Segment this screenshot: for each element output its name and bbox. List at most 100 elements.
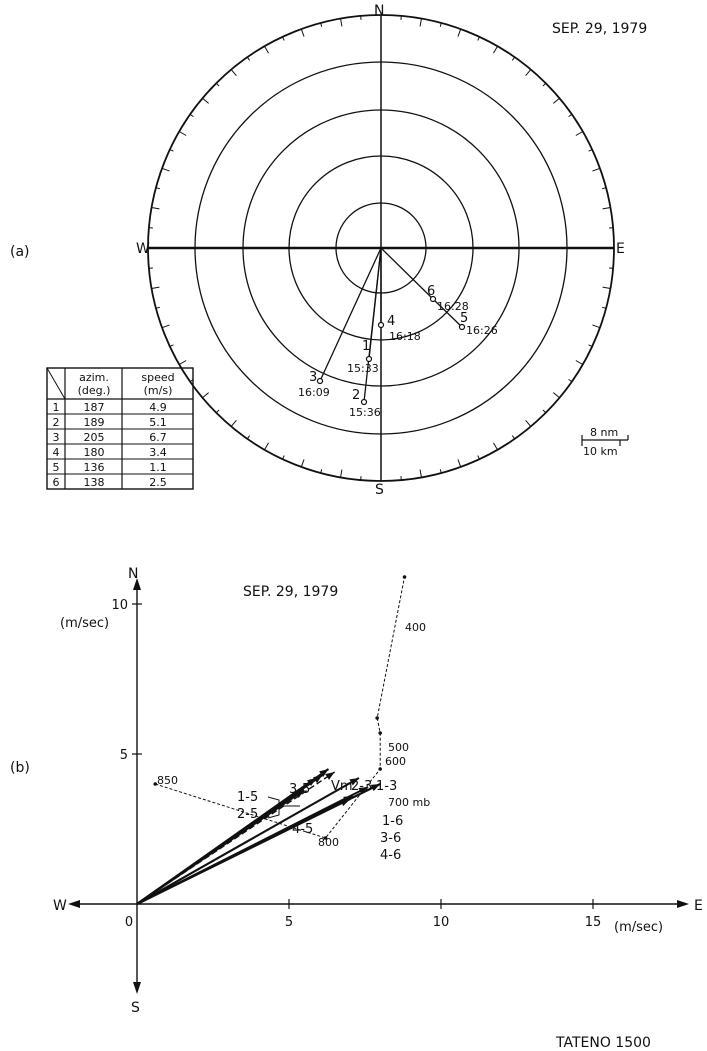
ring-tick (419, 18, 422, 27)
scale-bar: 8 nm 10 km (581, 426, 629, 458)
vector-arrowhead-2-3 (349, 778, 359, 786)
level-label-400: 400 (405, 621, 426, 634)
table-header-cell: (m/s) (144, 384, 173, 397)
scale-nm-label: 8 nm (590, 426, 618, 439)
ring-tick (282, 455, 285, 460)
table-cell: 3.4 (149, 446, 167, 459)
ring-tick (320, 469, 323, 474)
vector-arrowhead-1-3 (370, 784, 381, 792)
x-tick-label: 5 (285, 915, 293, 930)
ring-tick (525, 420, 532, 427)
ring-tick (202, 97, 209, 104)
table-cell: 3 (53, 431, 60, 444)
point-time-1: 15:33 (347, 362, 379, 375)
table-cell: 205 (84, 431, 105, 444)
track-line-2 (363, 247, 382, 403)
ring-tick (439, 469, 442, 474)
ring-tick (553, 97, 560, 104)
vector-Vm (136, 771, 335, 905)
vector-label-3-5: 3-5 (289, 782, 310, 797)
compass-east: E (616, 241, 625, 257)
table-cell: 5 (53, 461, 60, 474)
table-cell: 138 (84, 476, 105, 489)
sounding-point (402, 575, 407, 579)
panel-b-label: (b) (10, 760, 30, 776)
vector-arrowhead-1-5 (313, 775, 323, 784)
ring-tick (178, 131, 187, 136)
y-tick-label: 5 (120, 748, 128, 763)
ring-tick (340, 469, 343, 478)
sounding-profile (153, 575, 407, 840)
ring-tick (264, 45, 269, 54)
point-time-5: 16:26 (466, 324, 498, 337)
ring-tick (542, 409, 547, 414)
ring-tick (602, 187, 607, 190)
ring-tick (602, 306, 607, 309)
ring-tick (230, 420, 237, 427)
y-tick-label: 10 (111, 598, 128, 613)
track-point-6 (429, 295, 437, 303)
compass-west: W (136, 241, 150, 257)
track-point-5 (458, 323, 466, 331)
ring-tick (215, 409, 220, 414)
ring-tick (155, 187, 160, 190)
vector-4-6 (136, 798, 351, 905)
table-cell: 5.1 (149, 416, 167, 429)
vector-label-1-5: 1-5 (237, 790, 258, 805)
point-id-5: 5 (460, 311, 468, 326)
axis-east: E (694, 898, 703, 914)
sounding-point (378, 767, 383, 771)
ring-tick (151, 207, 160, 210)
panel-b-footer: TATENO 1500 (555, 1035, 651, 1051)
ring-tick (300, 28, 305, 37)
ring-tick (178, 360, 187, 365)
panel-a-label: (a) (10, 244, 30, 260)
panel-a-date: SEP. 29, 1979 (552, 21, 647, 37)
ring-tick (511, 435, 516, 440)
ring-tick (457, 459, 462, 468)
x-tick-label: 10 (433, 915, 450, 930)
table-header-cell: (deg.) (78, 384, 111, 397)
ring-tick (155, 306, 160, 309)
ring-tick (246, 435, 251, 440)
ring-tick (419, 469, 422, 478)
level-label-800: 800 (318, 836, 339, 849)
ring-tick (542, 82, 547, 87)
table-cell: 1.1 (149, 461, 167, 474)
south-arrowhead (133, 982, 141, 994)
x-tick-label: 15 (585, 915, 602, 930)
ring-tick (230, 69, 237, 76)
west-arrowhead (68, 900, 80, 908)
point-time-2: 15:36 (349, 406, 381, 419)
track-line-5 (432, 298, 463, 328)
ring-tick (457, 28, 462, 37)
point-id-6: 6 (427, 284, 435, 299)
east-arrowhead (677, 900, 689, 908)
ring-tick (588, 344, 593, 347)
ring-tick (493, 442, 498, 451)
ring-tick (161, 324, 170, 329)
vector-arrowhead-Vm (325, 772, 335, 780)
point-id-2: 2 (352, 388, 360, 403)
ring-tick (602, 286, 611, 289)
table-cell: 136 (84, 461, 105, 474)
sounding-point (323, 836, 328, 840)
compass-south: S (375, 482, 384, 498)
ring-tick (169, 344, 174, 347)
panel-b-hodograph: (b) SEP. 29, 1979 TATENO 1500 N S E W (m… (10, 566, 703, 1051)
table-cell: 4.9 (149, 401, 167, 414)
x-unit-label: (m/sec) (614, 920, 663, 935)
ring-tick (602, 207, 611, 210)
ring-tick (592, 324, 601, 329)
y-unit-label: (m/sec) (60, 616, 109, 631)
sounding-labels: 850 800 700 mb 600 500 400 (157, 621, 430, 849)
vector-label-2-5: 2-5 (237, 807, 258, 822)
vector-arrowhead-4-5 (294, 790, 305, 798)
ring-tick (511, 56, 516, 61)
label-brace (267, 796, 280, 819)
vector-label-1-3: 1-3 (376, 779, 397, 794)
